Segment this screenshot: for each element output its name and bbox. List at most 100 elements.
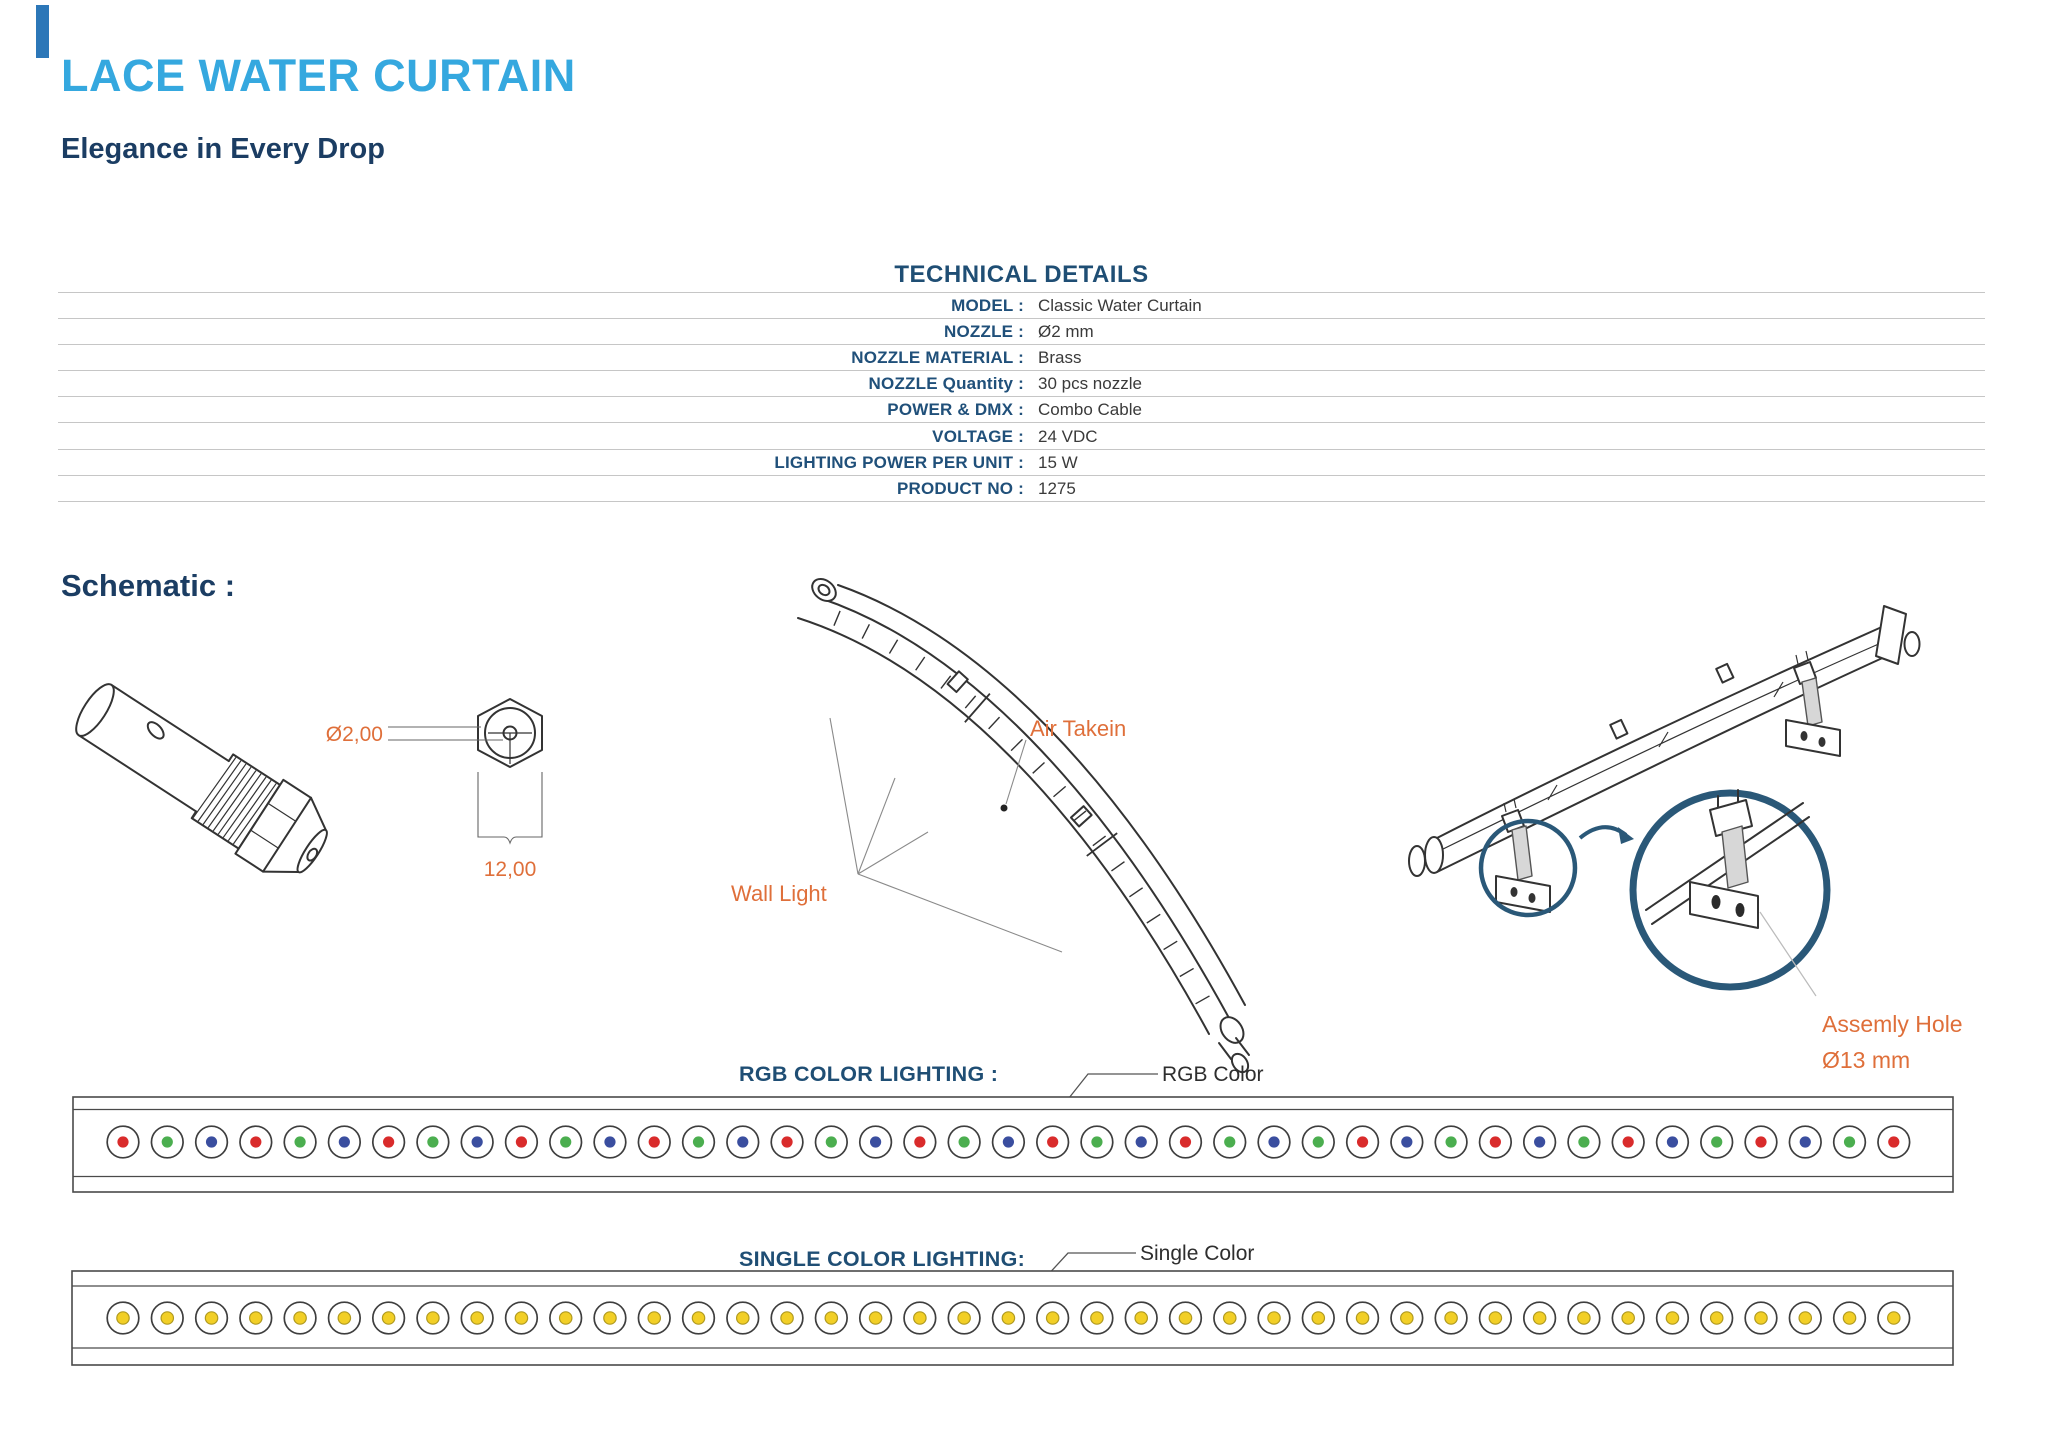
led-dot-y <box>1665 1311 1680 1325</box>
led-dot-y <box>249 1311 263 1325</box>
schematic-canvas: Ø2,00 12,00 Air Takein Wall Light <box>75 578 1963 1074</box>
detail-circle-large <box>1629 789 1831 997</box>
row-value: Combo Cable <box>1038 400 1142 420</box>
rgb-section-heading: RGB COLOR LIGHTING : <box>739 1062 999 1086</box>
page-subtitle: Elegance in Every Drop <box>61 133 385 165</box>
led-dot-b <box>1002 1136 1015 1148</box>
row-value: 24 VDC <box>1038 426 1098 446</box>
led-dot-g <box>1312 1136 1324 1148</box>
led-dot-y <box>1444 1311 1458 1325</box>
corner-accent-bar <box>36 5 49 58</box>
led-dot-y <box>1798 1311 1813 1325</box>
led-dot-y <box>603 1311 617 1325</box>
led-dot-b <box>205 1136 218 1148</box>
led-dot-r <box>1755 1136 1767 1148</box>
led-dot-r <box>515 1136 528 1148</box>
led-dot-g <box>161 1136 173 1148</box>
dimension-label-diameter: Ø2,00 <box>326 723 383 746</box>
dimension-label-width: 12,00 <box>484 858 537 881</box>
led-dot-b <box>737 1136 749 1148</box>
led-dot-r <box>1179 1136 1192 1148</box>
led-dot-y <box>957 1311 971 1325</box>
single-callout-label: Single Color <box>1140 1242 1255 1265</box>
led-dot-y <box>1577 1311 1591 1325</box>
led-dot-b <box>1135 1136 1147 1148</box>
led-dot-y <box>116 1311 130 1325</box>
led-dot-y <box>647 1311 662 1325</box>
air-intake-hole <box>1000 804 1008 812</box>
led-dot-g <box>958 1136 970 1148</box>
led-dot-y <box>1267 1311 1281 1325</box>
led-dot-r <box>914 1136 926 1148</box>
led-dot-r <box>1489 1136 1501 1148</box>
row-value: Ø2 mm <box>1038 322 1094 342</box>
led-dot-b <box>604 1136 616 1148</box>
led-dot-r <box>117 1136 129 1148</box>
technical-details-heading: TECHNICAL DETAILS <box>894 261 1149 288</box>
led-dot-y <box>1709 1311 1724 1325</box>
led-dot-y <box>868 1311 883 1325</box>
led-dot-y <box>913 1311 927 1325</box>
led-dot-g <box>825 1136 837 1148</box>
led-dot-r <box>648 1136 660 1148</box>
led-dot-y <box>1355 1311 1370 1325</box>
led-dot-y <box>1178 1311 1193 1325</box>
led-dot-r <box>383 1136 395 1148</box>
led-dot-y <box>1400 1311 1414 1325</box>
detail-circle-small <box>1478 818 1578 918</box>
led-dot-g <box>1224 1136 1236 1148</box>
led-dot-y <box>824 1311 839 1325</box>
rgb-callout-label: RGB Color <box>1162 1063 1264 1086</box>
mount-bracket-2 <box>1785 650 1841 757</box>
led-dot-y <box>558 1311 573 1325</box>
led-dot-y <box>1311 1311 1326 1325</box>
table-row: VOLTAGE : 24 VDC <box>58 422 1985 448</box>
led-dot-b <box>1534 1136 1546 1148</box>
table-row: POWER & DMX : Combo Cable <box>58 396 1985 422</box>
table-row: LIGHTING POWER PER UNIT :15 W <box>58 448 1985 475</box>
led-dot-b <box>1268 1136 1280 1148</box>
row-value: 1275 <box>1038 478 1076 498</box>
led-dot-b <box>1401 1136 1413 1148</box>
led-dot-r <box>250 1136 262 1148</box>
single-light-bar <box>71 1270 1954 1366</box>
row-label: NOZZLE Quantity : <box>868 374 1024 394</box>
led-dot-y <box>1222 1311 1237 1325</box>
led-dot-r <box>1047 1136 1059 1148</box>
led-dot-r <box>1622 1136 1634 1148</box>
led-dot-y <box>514 1311 529 1325</box>
row-label: POWER & DMX : <box>887 400 1024 420</box>
led-dot-y <box>1134 1311 1149 1325</box>
led-dot-r <box>1888 1136 1900 1148</box>
led-dot-g <box>294 1136 306 1148</box>
single-section-heading: SINGLE COLOR LIGHTING: <box>739 1247 1026 1271</box>
row-label: MODEL : <box>951 296 1024 316</box>
rgb-light-bar <box>72 1096 1954 1193</box>
led-dot-y <box>1621 1311 1635 1325</box>
led-dot-y <box>1045 1311 1060 1325</box>
row-value: Classic Water Curtain <box>1038 296 1202 316</box>
led-dot-r <box>1356 1136 1369 1148</box>
curtain-bar-drawing: Air Takein Wall Light <box>731 578 1250 1074</box>
led-dot-y <box>1842 1311 1857 1325</box>
led-dot-r <box>781 1136 793 1148</box>
row-label: VOLTAGE : <box>932 426 1024 446</box>
row-label: NOZZLE : <box>944 322 1024 342</box>
led-dot-y <box>1532 1311 1547 1325</box>
mounted-bar-drawing: Assemly Hole Ø13 mm <box>1408 605 1963 1073</box>
led-dot-y <box>426 1311 440 1325</box>
schematic-heading: Schematic : <box>61 568 236 603</box>
led-dot-y <box>691 1311 706 1325</box>
led-dot-b <box>1666 1136 1679 1148</box>
row-label: PRODUCT NO : <box>896 478 1024 498</box>
row-label: NOZZLE MATERIAL : <box>851 348 1024 368</box>
led-dot-g <box>1843 1136 1856 1148</box>
led-dot-y <box>780 1311 794 1325</box>
nozzle-slot-hatches <box>833 610 1210 1005</box>
led-dot-y <box>735 1311 750 1325</box>
led-dot-y <box>381 1311 396 1325</box>
row-value: Brass <box>1038 348 1082 368</box>
led-dot-y <box>470 1311 484 1325</box>
led-dot-g <box>560 1136 572 1148</box>
